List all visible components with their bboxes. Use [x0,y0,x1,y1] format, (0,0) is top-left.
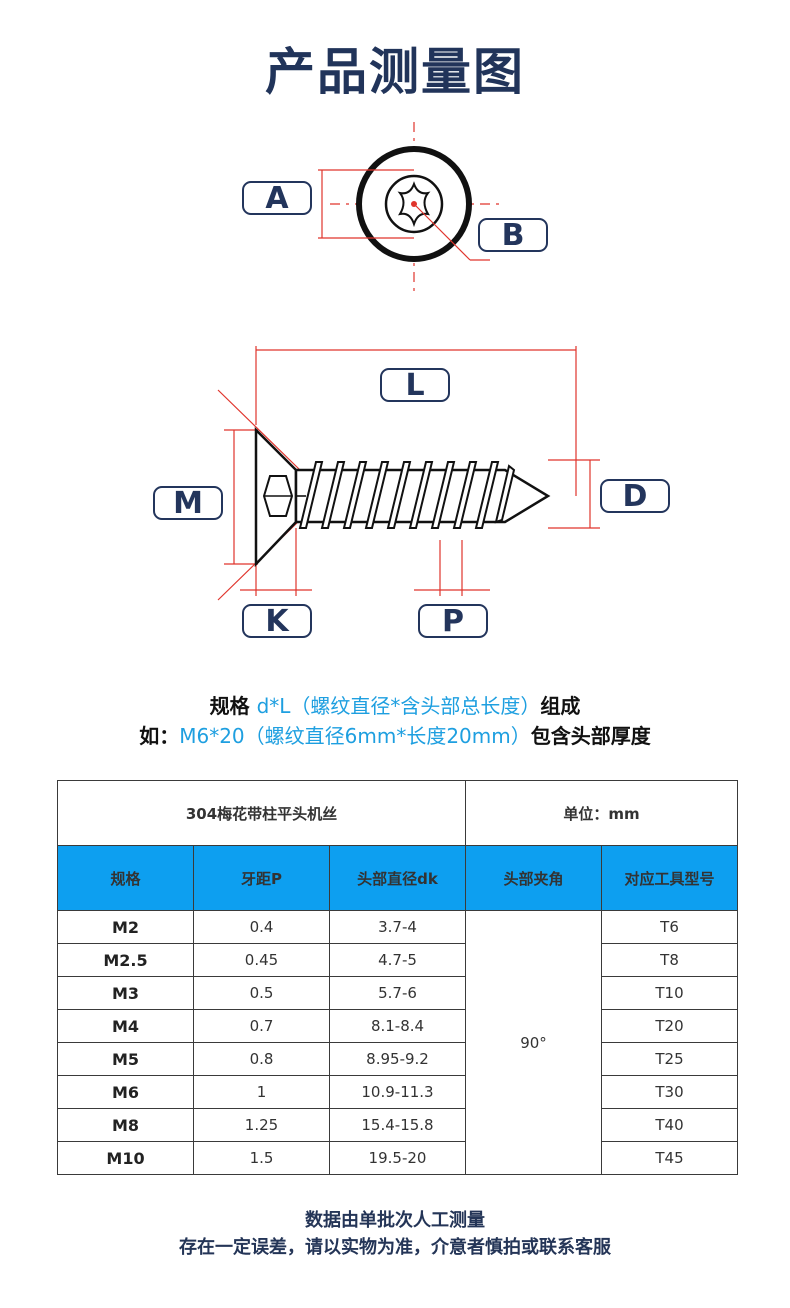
dimension-label-m: M [153,486,223,521]
head-angle-cell: 90° [465,910,603,1175]
size-cell: M2.5 [57,943,194,977]
spec-line-1-suffix: 组成 [540,694,581,718]
tool-cell: T25 [601,1042,739,1076]
column-header-tool: 对应工具型号 [601,845,739,911]
spec-table: 304梅花带柱平头机丝 单位：mm 规格 牙距P 头部直径dk 头部夹角 对应工… [56,780,739,1175]
head-diameter-cell: 3.7-4 [328,910,467,944]
size-cell: M2 [57,910,194,944]
pitch-cell: 0.5 [193,976,330,1010]
size-cell: M8 [57,1108,194,1142]
unit-label: 单位：mm [465,780,739,846]
tool-cell: T45 [601,1141,739,1175]
head-diameter-cell: 10.9-11.3 [328,1075,467,1109]
dimension-label-k: K [242,604,312,639]
size-cell: M10 [57,1141,194,1175]
pitch-cell: 0.8 [193,1042,330,1076]
table-header-row: 规格 牙距P 头部直径dk 头部夹角 对应工具型号 [57,845,739,911]
table-row: M6 1 10.9-11.3 T30 [57,1075,739,1109]
head-diameter-cell: 4.7-5 [328,943,467,977]
tool-cell: T10 [601,976,739,1010]
spec-line-1: 规格 d*L（螺纹直径*含头部总长度）组成 [0,690,790,719]
tool-cell: T6 [601,910,739,944]
spec-line-2: 如：M6*20（螺纹直径6mm*长度20mm）包含头部厚度 [0,720,790,749]
screw-top-view [318,122,500,292]
column-header-head-angle: 头部夹角 [465,845,603,911]
pitch-cell: 0.4 [193,910,330,944]
table-row: M10 1.5 19.5-20 T45 [57,1141,739,1175]
tool-cell: T30 [601,1075,739,1109]
screw-side-view [217,346,600,601]
spec-line-1-highlight: d*L（螺纹直径*含头部总长度） [256,694,541,718]
dimension-label-d: D [600,479,670,514]
head-diameter-cell: 8.95-9.2 [328,1042,467,1076]
head-diameter-cell: 15.4-15.8 [328,1108,467,1142]
dimension-label-l: L [380,368,450,403]
table-row: M5 0.8 8.95-9.2 T25 [57,1042,739,1076]
footer-note-2: 存在一定误差，请以实物为准，介意者慎拍或联系客服 [179,1237,611,1258]
pitch-cell: 1.25 [193,1108,330,1142]
head-diameter-cell: 19.5-20 [328,1141,467,1175]
spec-line-2-highlight: M6*20（螺纹直径6mm*长度20mm） [179,724,531,748]
tool-cell: T8 [601,943,739,977]
dimension-label-b: B [478,218,548,253]
size-cell: M4 [57,1009,194,1043]
head-diameter-cell: 5.7-6 [328,976,467,1010]
table-row: M3 0.5 5.7-6 T10 [57,976,739,1010]
screw-measurement-diagram [217,122,600,601]
dimension-label-p: P [418,604,488,639]
size-cell: M3 [57,976,194,1010]
footer-note-1: 数据由单批次人工测量 [305,1210,485,1231]
column-header-size: 规格 [57,845,194,911]
table-row: M2.5 0.45 4.7-5 T8 [57,943,739,977]
product-name: 304梅花带柱平头机丝 [56,780,467,846]
size-cell: M6 [57,1075,194,1109]
table-row: M8 1.25 15.4-15.8 T40 [57,1108,739,1142]
head-diameter-cell: 8.1-8.4 [328,1009,467,1043]
table-row: M4 0.7 8.1-8.4 T20 [57,1009,739,1043]
pitch-cell: 0.45 [193,943,330,977]
tool-cell: T20 [601,1009,739,1043]
size-cell: M5 [57,1042,194,1076]
column-header-head-diameter: 头部直径dk [328,845,467,911]
pitch-cell: 1 [193,1075,330,1109]
pitch-cell: 1.5 [193,1141,330,1175]
dimension-label-a: A [242,181,312,216]
spec-line-2-suffix: 包含头部厚度 [530,724,651,748]
table-row: M2 0.4 3.7-4 90° T6 [57,910,739,1175]
page-title: 产品测量图 [265,43,525,101]
column-header-pitch: 牙距P [193,845,330,911]
tool-cell: T40 [601,1108,739,1142]
pitch-cell: 0.7 [193,1009,330,1043]
table-title-row: 304梅花带柱平头机丝 单位：mm [56,780,739,846]
spec-line-2-prefix: 如： [139,724,180,748]
spec-line-1-prefix: 规格 [209,694,257,718]
